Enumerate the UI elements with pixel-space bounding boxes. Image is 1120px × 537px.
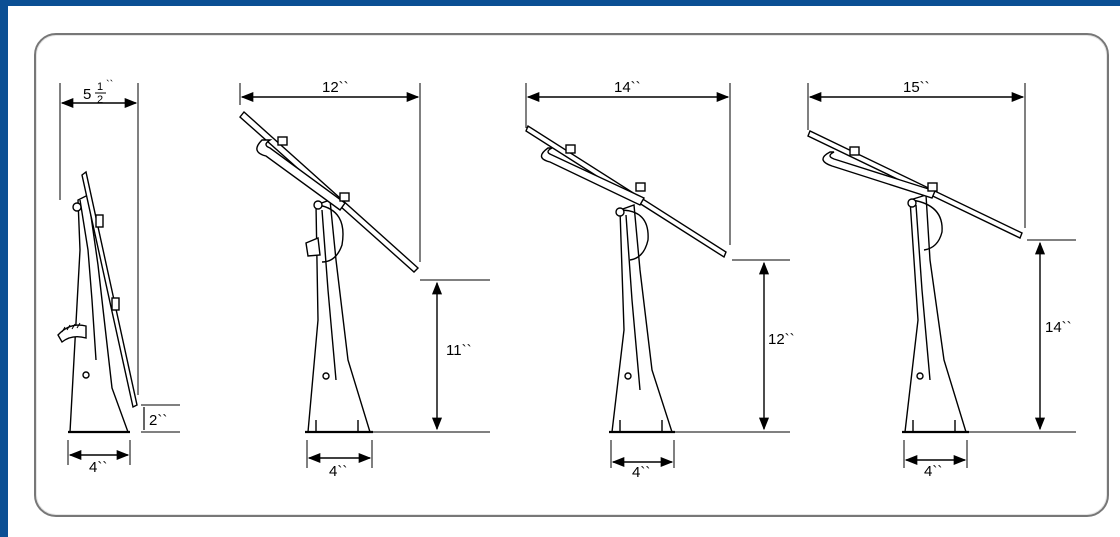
stand-folded-labels: 5 1 2 `` 2`` 4`` [83,79,167,476]
folded-top-fraction-den: 2 [97,94,103,106]
stand-14-top-dimension: 14`` [614,79,641,96]
stand-15-height-dimension: 14`` [1045,319,1072,336]
stand-12 [239,83,490,468]
stand-14-height-dimension: 12`` [768,331,795,348]
folded-top-fraction-num: 1 [97,81,103,93]
folded-top-unit: `` [106,79,113,91]
stand-15-top-dimension: 15`` [903,79,930,96]
stand-15-base-dimension: 4`` [924,463,942,480]
stand-14-labels: 14`` 12`` 4`` [614,79,795,481]
stand-12-height-dimension: 11`` [446,342,472,359]
folded-top-dimension: 5 [83,86,91,103]
stand-14-base-dimension: 4`` [632,464,650,481]
folded-base-dimension: 4`` [89,459,107,476]
stand-15-labels: 15`` 14`` 4`` [903,79,1072,480]
top-frame-bar [0,0,1120,6]
stand-14 [525,83,790,468]
folded-height-dimension: 2`` [149,412,167,429]
stand-12-labels: 12`` 11`` 4`` [322,79,472,480]
stand-12-base-dimension: 4`` [329,463,347,480]
stand-15 [807,83,1076,468]
left-frame-bar [0,0,8,537]
stand-12-top-dimension: 12`` [322,79,349,96]
stand-folded [57,83,180,465]
